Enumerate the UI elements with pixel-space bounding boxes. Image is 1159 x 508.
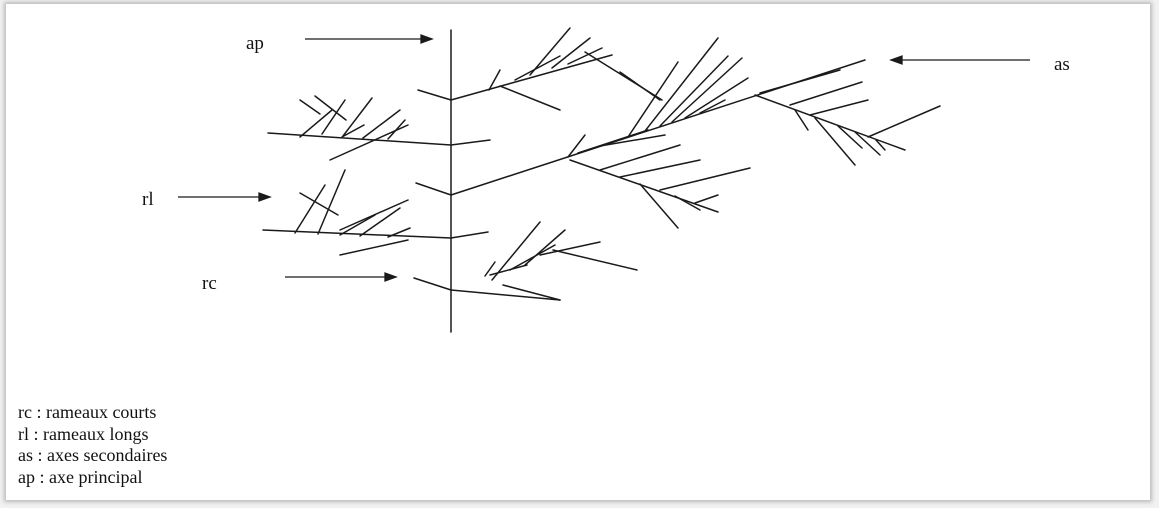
secondary-sub-branch xyxy=(755,95,905,150)
arrow-rc-head xyxy=(385,273,396,281)
arrow-as-head xyxy=(891,56,902,64)
lower-left-branch xyxy=(263,230,451,238)
legend-item-rc: rc : rameaux courts xyxy=(18,402,167,424)
legend-item-as: as : axes secondaires xyxy=(18,445,167,467)
label-ap: ap xyxy=(246,34,264,53)
legend-item-rl: rl : rameaux longs xyxy=(18,424,167,446)
upper-right-branch xyxy=(451,55,612,100)
main-axis-tip xyxy=(418,90,451,100)
label-rc: rc xyxy=(202,274,217,293)
upper-left-branch xyxy=(268,133,451,145)
legend: rc : rameaux courts rl : rameaux longs a… xyxy=(18,402,167,488)
arrow-ap-head xyxy=(421,35,432,43)
lower-secondary-branch xyxy=(570,160,718,212)
arrow-rl-head xyxy=(259,193,270,201)
legend-item-ap: ap : axe principal xyxy=(18,467,167,489)
figure-frame: ap as rl rc rc : rameaux courts rl : ram… xyxy=(6,4,1150,500)
branching-diagram xyxy=(6,4,1150,500)
label-as: as xyxy=(1054,55,1070,74)
label-rl: rl xyxy=(142,190,154,209)
